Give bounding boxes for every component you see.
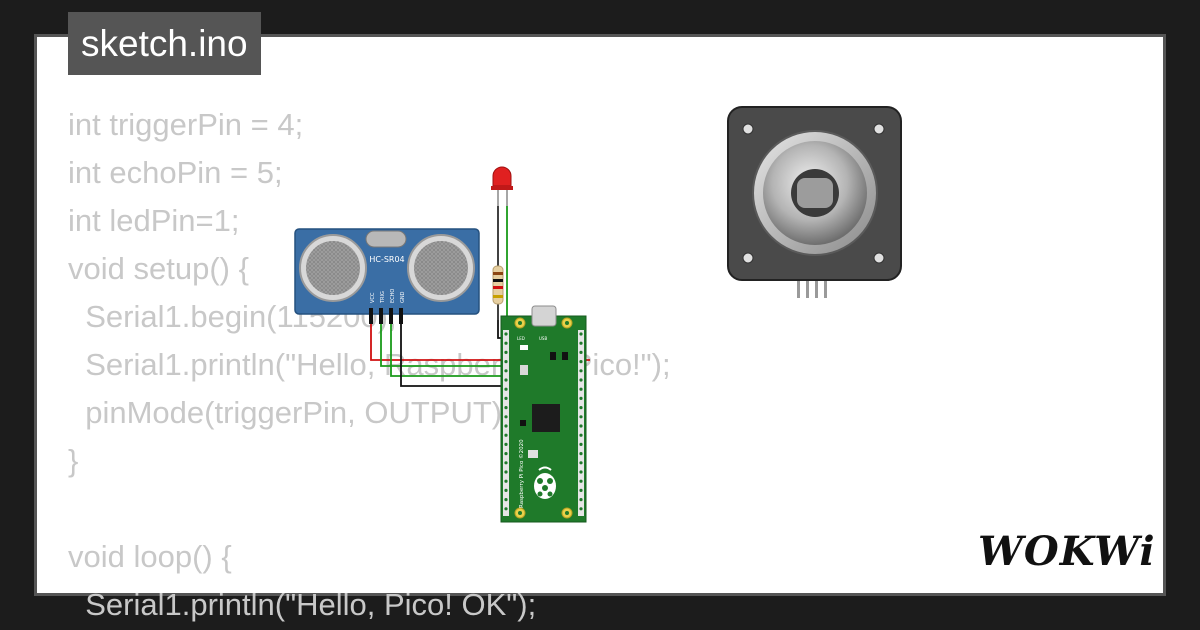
pin-label-echo: ECHO (390, 289, 396, 303)
pico-pin[interactable] (579, 378, 583, 382)
pico-pin[interactable] (504, 442, 508, 446)
pico-pin[interactable] (504, 369, 508, 373)
code-line: } (68, 443, 79, 478)
pico-pin[interactable] (504, 378, 508, 382)
pico-pin[interactable] (504, 424, 508, 428)
usb-port (531, 305, 557, 327)
ultrasonic-sensor[interactable]: HC-SR04 VCC TRIG ECHO GND (294, 228, 480, 324)
pico-pin[interactable] (504, 406, 508, 410)
pico-pin[interactable] (504, 387, 508, 391)
code-line: int triggerPin = 4; (68, 107, 304, 142)
trig-wire[interactable] (380, 324, 512, 367)
pico-pin[interactable] (504, 360, 508, 364)
pico-pin[interactable] (504, 470, 508, 474)
transducer-right (407, 234, 475, 302)
pico-pin[interactable] (579, 350, 583, 354)
code-line: int echoPin = 5; (68, 155, 283, 190)
pin-label-trig: TRIG (380, 291, 386, 304)
file-name-tab[interactable]: sketch.ino (68, 12, 261, 75)
pico-pin[interactable] (579, 442, 583, 446)
pin-label-gnd: GND (400, 291, 406, 303)
pin-row-right (578, 330, 584, 516)
pico-label: Raspberry Pi Pico ©2020 (518, 439, 525, 508)
pico-pin[interactable] (504, 507, 508, 511)
stepper-motor[interactable] (727, 106, 902, 298)
rp2040-chip (532, 404, 560, 432)
sensor-label: HC-SR04 (369, 255, 404, 264)
pico-pin[interactable] (579, 461, 583, 465)
resistor[interactable] (492, 206, 504, 320)
code-line: void setup() { (68, 251, 249, 286)
echo-wire[interactable] (390, 324, 512, 377)
pico-pin[interactable] (504, 452, 508, 456)
pico-pin[interactable] (579, 433, 583, 437)
pico-pin[interactable] (579, 396, 583, 400)
red-led[interactable] (491, 166, 513, 206)
pico-pin[interactable] (579, 415, 583, 419)
pin-row-left (503, 330, 509, 516)
pico-pin[interactable] (579, 452, 583, 456)
pico-pin[interactable] (579, 507, 583, 511)
raspberry-pi-pico[interactable]: LED USB Raspberry Pi Pico ©2020 (500, 305, 587, 523)
pico-pin[interactable] (504, 341, 508, 345)
code-line: void loop() { (68, 539, 232, 574)
pin-label-vcc: VCC (370, 292, 376, 303)
pico-pin[interactable] (504, 433, 508, 437)
led-label: LED (517, 336, 525, 341)
pico-pin[interactable] (579, 488, 583, 492)
raspberry-logo-icon (534, 466, 556, 499)
pico-pin[interactable] (504, 479, 508, 483)
pico-pin[interactable] (579, 369, 583, 373)
code-line: int ledPin=1; (68, 203, 240, 238)
pico-pin[interactable] (504, 350, 508, 354)
pico-pin[interactable] (504, 488, 508, 492)
pico-pin[interactable] (579, 341, 583, 345)
code-line: pinMode(triggerPin, OUTPUT); (68, 395, 511, 430)
pico-pin[interactable] (579, 406, 583, 410)
pico-pin[interactable] (579, 498, 583, 502)
led-wire[interactable] (506, 206, 515, 323)
gnd-wire[interactable] (400, 324, 512, 387)
pico-pin[interactable] (579, 387, 583, 391)
pico-pin[interactable] (579, 424, 583, 428)
code-line: Serial1.println("Hello, Pico! OK"); (68, 587, 537, 622)
pico-pin[interactable] (504, 498, 508, 502)
pico-pin[interactable] (504, 461, 508, 465)
transducer-left (299, 234, 367, 302)
wokwi-logo: WOKWi (978, 528, 1156, 575)
canvas-card (34, 34, 1166, 596)
pico-pin[interactable] (579, 332, 583, 336)
usb-label: USB (539, 336, 547, 341)
pico-pin[interactable] (579, 470, 583, 474)
pico-pin[interactable] (504, 396, 508, 400)
pico-pin[interactable] (504, 332, 508, 336)
pico-pin[interactable] (504, 415, 508, 419)
pico-pin[interactable] (579, 360, 583, 364)
pico-pin[interactable] (579, 479, 583, 483)
